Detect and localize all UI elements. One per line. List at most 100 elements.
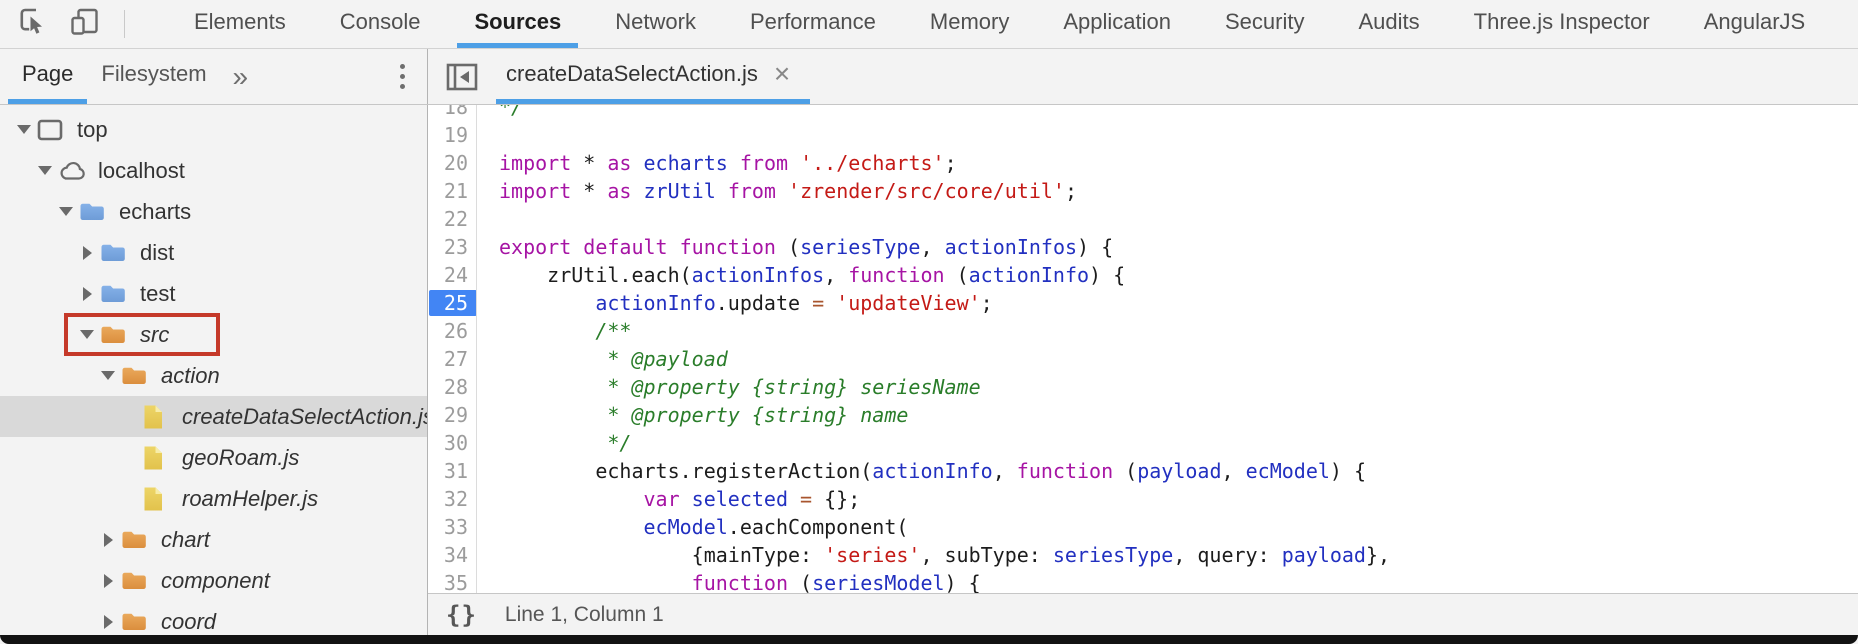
code-line-31: echarts.registerAction(actionInfo, funct… — [477, 457, 1858, 485]
line-number[interactable]: 26 — [428, 317, 476, 345]
code-line-21: import * as zrUtil from 'zrender/src/cor… — [477, 177, 1858, 205]
line-number[interactable]: 33 — [428, 513, 476, 541]
toolbar-tab-application[interactable]: Application — [1046, 0, 1188, 48]
close-icon[interactable]: × — [774, 60, 790, 88]
line-number[interactable]: 31 — [428, 457, 476, 485]
toolbar-tab-three-js-inspector[interactable]: Three.js Inspector — [1457, 0, 1667, 48]
toolbar-tabs: Elements Console Sources Network Performance… — [177, 0, 1822, 48]
folder-orange-icon — [120, 569, 152, 593]
disclosure-triangle-icon[interactable] — [33, 166, 57, 175]
tree-item-createdataselectaction-js[interactable]: createDataSelectAction.js — [0, 396, 427, 437]
editor-tab-createDataSelectAction[interactable]: createDataSelectAction.js × — [496, 49, 810, 104]
toolbar-tab-console[interactable]: Console — [323, 0, 438, 48]
tree-item-test[interactable]: test — [0, 273, 427, 314]
gutter-lines: 181920212223242526272829303132333435 — [428, 105, 476, 593]
toolbar-tab-elements[interactable]: Elements — [177, 0, 303, 48]
toolbar-tab-network[interactable]: Network — [598, 0, 713, 48]
cursor-position-label: Line 1, Column 1 — [505, 603, 664, 627]
code-line-28: * @property {string} seriesName — [477, 373, 1858, 401]
device-toolbar-icon[interactable] — [68, 5, 102, 44]
file-navigator: top localhost echartsdisttestsrc action crea… — [0, 105, 428, 644]
navigator-header: PageFilesystem » — [0, 49, 428, 104]
folder-orange-icon — [120, 364, 152, 388]
tree-item-component[interactable]: component — [0, 560, 427, 601]
line-number[interactable]: 24 — [428, 261, 476, 289]
hide-navigator-icon[interactable] — [428, 49, 496, 104]
disclosure-triangle-icon[interactable] — [75, 330, 99, 339]
line-number[interactable]: 28 — [428, 373, 476, 401]
tree-item-label: chart — [161, 527, 210, 553]
more-options-icon[interactable] — [400, 49, 405, 104]
code-pane[interactable]: */import * as echarts from '../echarts';… — [477, 105, 1858, 593]
navigator-tab-page[interactable]: Page — [8, 49, 87, 104]
navigator-tab-filesystem[interactable]: Filesystem — [87, 49, 220, 104]
tree-item-action[interactable]: action — [0, 355, 427, 396]
navigator-tabs: PageFilesystem — [8, 49, 221, 104]
code-line-34: {mainType: 'series', subType: seriesType… — [477, 541, 1858, 569]
tree-item-dist[interactable]: dist — [0, 232, 427, 273]
line-number[interactable]: 29 — [428, 401, 476, 429]
tree-item-label: action — [161, 363, 220, 389]
file-icon — [141, 444, 173, 472]
tree-item-chart[interactable]: chart — [0, 519, 427, 560]
folder-orange-icon — [120, 610, 152, 634]
disclosure-triangle-icon[interactable] — [96, 371, 120, 380]
disclosure-triangle-icon[interactable] — [96, 615, 120, 629]
line-number[interactable]: 22 — [428, 205, 476, 233]
line-number[interactable]: 23 — [428, 233, 476, 261]
breakpoint-line-number[interactable]: 25 — [428, 289, 476, 317]
line-number[interactable]: 21 — [428, 177, 476, 205]
line-number[interactable]: 30 — [428, 429, 476, 457]
frame-icon — [36, 118, 68, 142]
file-icon — [141, 485, 173, 513]
toolbar-separator — [124, 10, 125, 38]
inspect-icon[interactable] — [16, 5, 50, 44]
tree-item-echarts[interactable]: echarts — [0, 191, 427, 232]
sources-content: top localhost echartsdisttestsrc action crea… — [0, 105, 1858, 644]
code-editor: 181920212223242526272829303132333435 */i… — [428, 105, 1858, 644]
code-line-26: /** — [477, 317, 1858, 345]
toolbar-tab-sources[interactable]: Sources — [457, 0, 578, 48]
disclosure-triangle-icon[interactable] — [75, 287, 99, 301]
tree-item-georoam-js[interactable]: geoRoam.js — [0, 437, 427, 478]
pretty-print-icon[interactable]: {} — [446, 601, 477, 629]
code-line-18: */ — [477, 105, 1858, 121]
code-line-35: function (seriesModel) { — [477, 569, 1858, 593]
tree-item-localhost[interactable]: localhost — [0, 150, 427, 191]
toolbar-tab-angularjs[interactable]: AngularJS — [1687, 0, 1823, 48]
toolbar-tab-performance[interactable]: Performance — [733, 0, 893, 48]
tree-item-label: coord — [161, 609, 216, 635]
folder-orange-icon — [99, 323, 131, 347]
line-number[interactable]: 18 — [428, 105, 476, 121]
tree-item-top[interactable]: top — [0, 109, 427, 150]
disclosure-triangle-icon[interactable] — [96, 533, 120, 547]
tree-item-label: createDataSelectAction.js — [182, 404, 427, 430]
line-number[interactable]: 19 — [428, 121, 476, 149]
code-line-25: actionInfo.update = 'updateView'; — [477, 289, 1858, 317]
disclosure-triangle-icon[interactable] — [12, 125, 36, 134]
disclosure-triangle-icon[interactable] — [54, 207, 78, 216]
breakpoint-flag — [429, 290, 477, 316]
line-number[interactable]: 20 — [428, 149, 476, 177]
window-bottom-edge — [0, 635, 1858, 644]
toolbar-tab-security[interactable]: Security — [1208, 0, 1321, 48]
line-number[interactable]: 27 — [428, 345, 476, 373]
line-number[interactable]: 32 — [428, 485, 476, 513]
code-line-24: zrUtil.each(actionInfos, function (actio… — [477, 261, 1858, 289]
disclosure-triangle-icon[interactable] — [96, 574, 120, 588]
disclosure-triangle-icon[interactable] — [75, 246, 99, 260]
toolbar-tab-audits[interactable]: Audits — [1341, 0, 1436, 48]
tab-overflow-chevron-icon[interactable]: » — [221, 49, 261, 104]
tree-item-label: localhost — [98, 158, 185, 184]
tree-item-roamhelper-js[interactable]: roamHelper.js — [0, 478, 427, 519]
code-line-27: * @payload — [477, 345, 1858, 373]
tree-item-label: component — [161, 568, 270, 594]
tree-item-label: roamHelper.js — [182, 486, 318, 512]
tree-item-src[interactable]: src — [0, 314, 427, 355]
line-number[interactable]: 34 — [428, 541, 476, 569]
line-number[interactable]: 35 — [428, 569, 476, 593]
toolbar-tab-memory[interactable]: Memory — [913, 0, 1026, 48]
code-lines: */import * as echarts from '../echarts';… — [477, 105, 1858, 593]
panel-header-row: PageFilesystem » createDataSelectAction.… — [0, 49, 1858, 105]
